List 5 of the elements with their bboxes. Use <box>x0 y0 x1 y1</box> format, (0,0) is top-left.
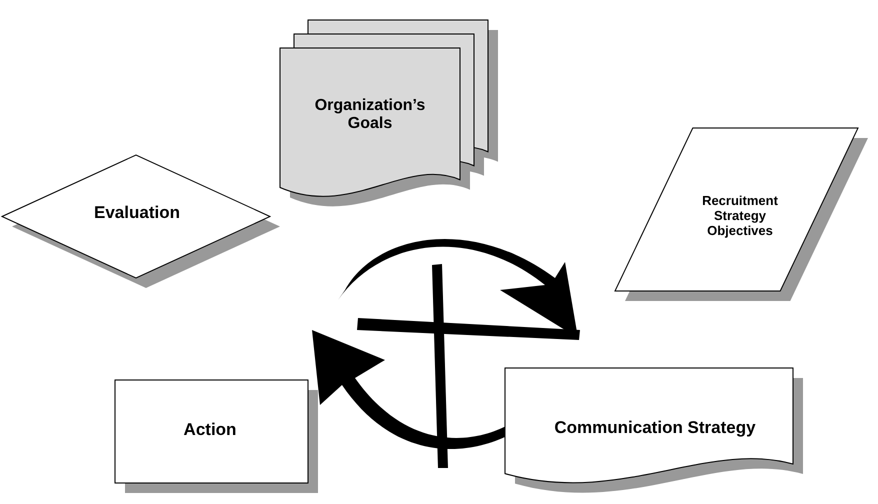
node-label: Recruitment Strategy Objectives <box>701 193 779 238</box>
node-label: Communication Strategy <box>554 418 756 438</box>
node-label: Organization’s Goals <box>314 97 426 133</box>
node-label: Evaluation <box>94 202 180 222</box>
node-label: Action <box>184 420 236 440</box>
